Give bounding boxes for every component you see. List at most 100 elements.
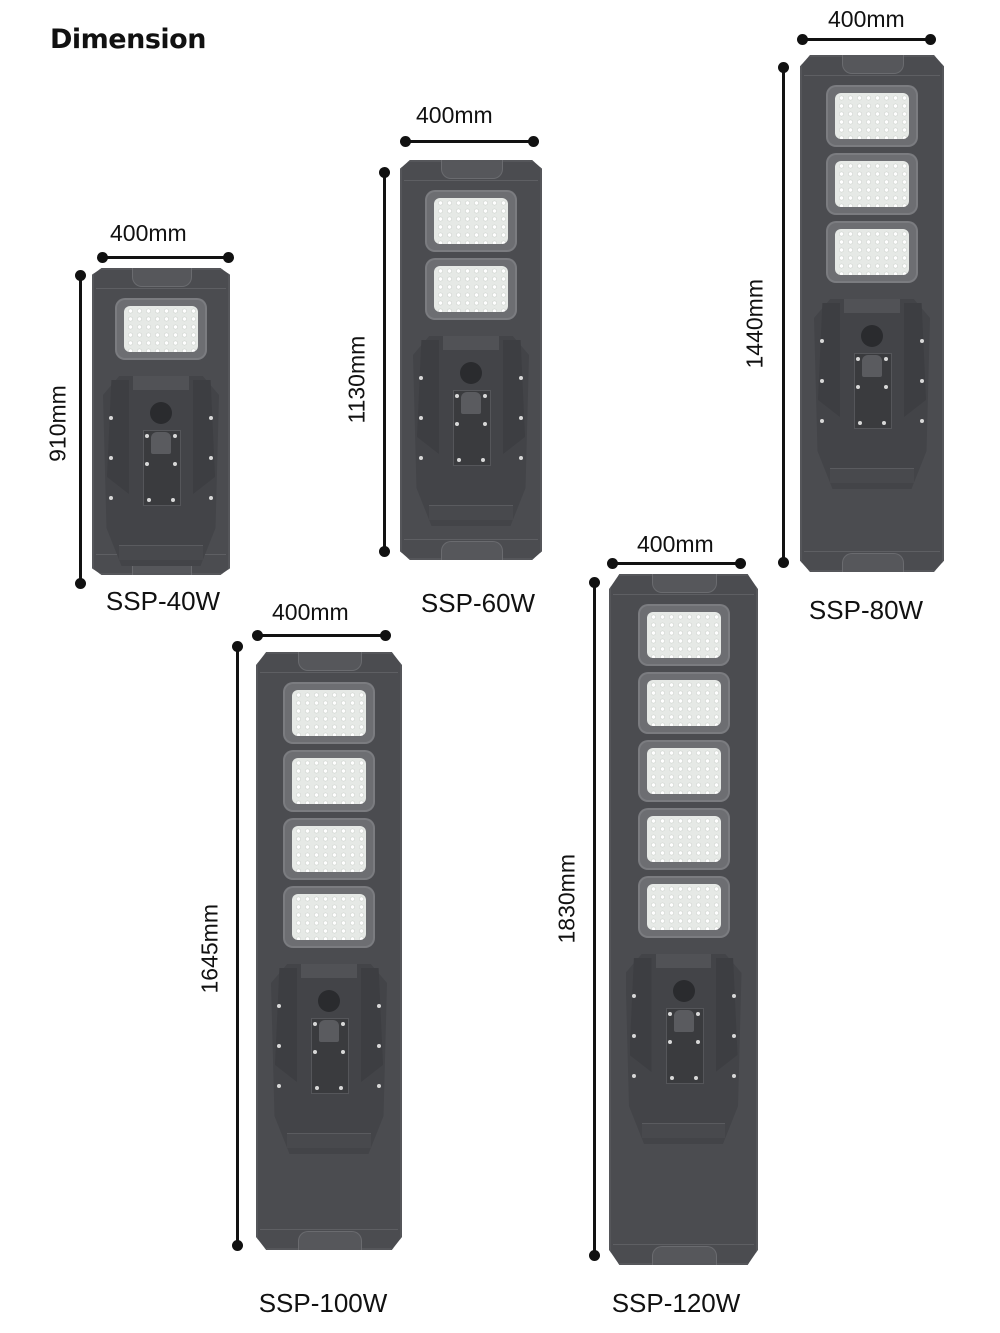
screw-icon [171, 498, 175, 502]
screw-icon [339, 1086, 343, 1090]
model-label: SSP-60W [420, 588, 536, 618]
screw-icon [820, 379, 824, 383]
screw-icon [669, 1076, 674, 1080]
width-dimension-line [257, 634, 385, 637]
led-module [828, 155, 916, 213]
screw-icon [695, 1040, 700, 1044]
width-dimension-line [102, 256, 228, 259]
rim-top-trim [260, 672, 398, 673]
led-array [835, 161, 909, 207]
model-label: SSP-40W [105, 586, 221, 616]
light-sensor-icon [672, 980, 695, 1002]
led-module [285, 888, 373, 946]
led-array [646, 612, 721, 658]
screw-icon [820, 339, 824, 343]
led-module [639, 810, 728, 868]
led-array [292, 894, 366, 940]
street-light-image [800, 55, 944, 572]
width-label: 400mm [828, 6, 905, 32]
height-label: 910mm [44, 385, 71, 462]
dimension-endpoint-dot [735, 558, 746, 569]
screw-icon [481, 458, 485, 462]
screw-icon [147, 498, 151, 502]
width-label: 400mm [416, 102, 493, 128]
wing-r-part [503, 340, 525, 454]
topblock-part [301, 964, 357, 978]
cap-top-trim [652, 574, 717, 593]
dimension-endpoint-dot [97, 252, 108, 263]
topblock-part [844, 299, 900, 313]
dimension-endpoint-dot [232, 1240, 243, 1251]
cap-top-trim [298, 652, 362, 671]
screw-icon [277, 1084, 281, 1088]
screw-icon [173, 434, 177, 438]
light-sensor-icon [318, 990, 340, 1012]
screw-icon [277, 1004, 281, 1008]
screw-icon [109, 456, 113, 460]
screw-icon [145, 434, 149, 438]
screw-icon [856, 385, 860, 389]
led-array [434, 198, 508, 244]
screw-icon [884, 357, 888, 361]
screw-icon [109, 416, 113, 420]
rim-top-trim [404, 180, 538, 181]
dimension-endpoint-dot [589, 577, 600, 588]
screw-icon [631, 1074, 636, 1078]
screw-icon [631, 994, 636, 998]
topblock-part [133, 376, 189, 390]
width-dimension-line [405, 140, 533, 143]
tray-part [830, 468, 914, 483]
cap-bot-trim [652, 1246, 717, 1265]
screw-icon [377, 1004, 381, 1008]
led-module [828, 223, 916, 281]
screw-icon [419, 456, 423, 460]
pole-mount-bracket [814, 299, 930, 489]
led-module [285, 684, 373, 742]
led-array [292, 758, 366, 804]
height-dimension-line [236, 646, 239, 1245]
screw-icon [920, 339, 924, 343]
cap-top-trim [841, 55, 905, 74]
led-module [427, 192, 515, 250]
screw-icon [731, 1034, 736, 1038]
wing-r-part [193, 380, 215, 494]
screw-icon [693, 1076, 698, 1080]
height-label: 1645mm [196, 904, 223, 994]
width-label: 400mm [637, 531, 714, 557]
screw-icon [483, 394, 487, 398]
screw-icon [858, 421, 862, 425]
street-light-image [256, 652, 402, 1250]
screw-icon [209, 456, 213, 460]
dimension-endpoint-dot [223, 252, 234, 263]
height-dimension-line [383, 172, 386, 551]
rim-top-trim [804, 75, 940, 76]
led-array [646, 816, 721, 862]
screw-icon [519, 456, 523, 460]
rim-bot-trim [404, 539, 538, 540]
rim-top-trim [96, 288, 226, 289]
cap-top-trim [132, 268, 192, 287]
led-module [639, 606, 728, 664]
width-dimension-line [802, 38, 930, 41]
arm-part [673, 1010, 694, 1032]
light-sensor-icon [861, 325, 883, 347]
screw-icon [315, 1086, 319, 1090]
led-array [292, 826, 366, 872]
screw-icon [313, 1050, 317, 1054]
screw-icon [455, 422, 459, 426]
screw-icon [920, 419, 924, 423]
screw-icon [377, 1084, 381, 1088]
wing-r-part [715, 958, 738, 1072]
cap-bot-trim [441, 541, 503, 560]
screw-icon [455, 394, 459, 398]
model-label: SSP-80W [808, 595, 924, 625]
tray-part [641, 1123, 726, 1138]
screw-icon [882, 421, 886, 425]
screw-icon [631, 1034, 636, 1038]
rim-bot-trim [613, 1244, 754, 1245]
screw-icon [920, 379, 924, 383]
wing-l-part [818, 303, 840, 417]
dimension-endpoint-dot [252, 630, 263, 641]
height-dimension-line [782, 67, 785, 562]
led-module [639, 742, 728, 800]
